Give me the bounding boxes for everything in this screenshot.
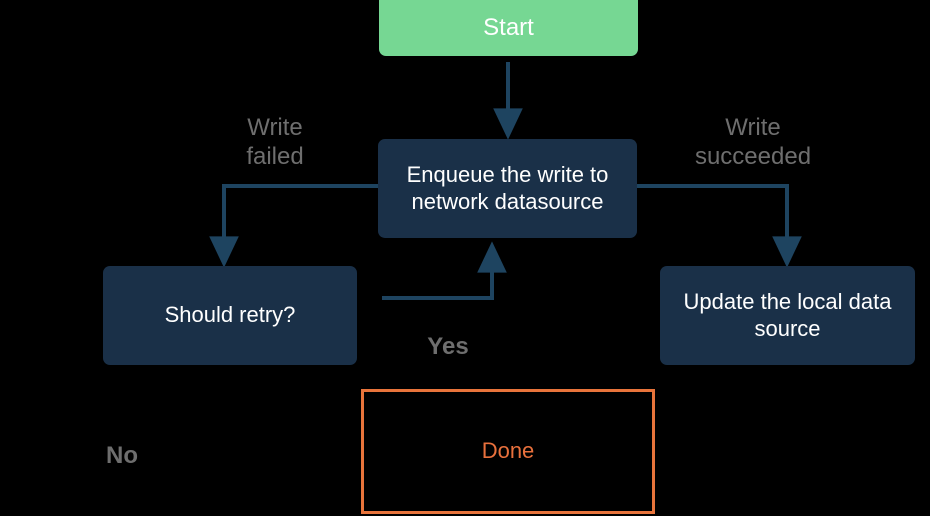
edge-label-yes: Yes bbox=[427, 333, 469, 360]
edge-label-write-failed: Write failed bbox=[246, 114, 304, 171]
node-update-local-datasource[interactable]: Update the local data source bbox=[660, 266, 915, 365]
edge-retry-yes-to-enqueue bbox=[382, 241, 507, 300]
edge-enqueue-to-retry bbox=[209, 184, 378, 268]
edge-enqueue-to-update bbox=[637, 184, 802, 268]
node-enqueue-write[interactable]: Enqueue the write to network datasource bbox=[378, 139, 637, 238]
node-should-retry[interactable]: Should retry? bbox=[103, 266, 357, 365]
node-start[interactable]: Start bbox=[379, 0, 638, 56]
edge-label-write-succeeded: Write succeeded bbox=[694, 114, 812, 171]
node-done[interactable]: Done bbox=[361, 389, 655, 514]
edge-label-no: No bbox=[106, 442, 138, 469]
